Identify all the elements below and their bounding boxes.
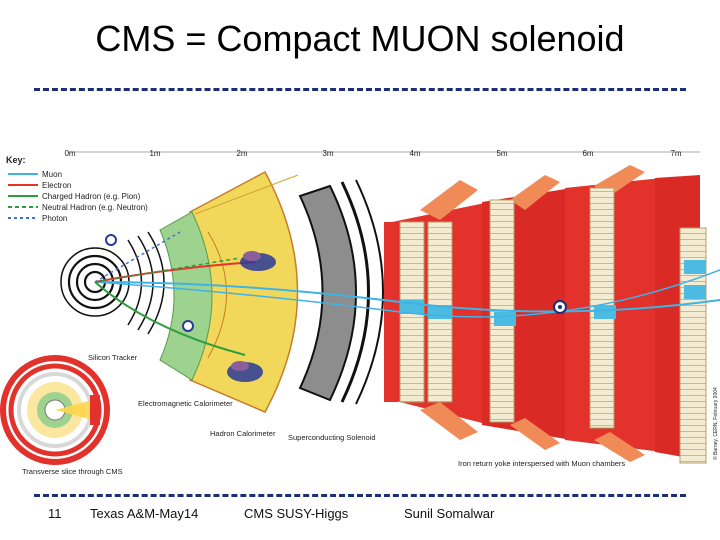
legend-neutral-hadron: Neutral Hadron (e.g. Neutron) bbox=[42, 203, 148, 212]
scale-label-5: 5m bbox=[496, 149, 507, 158]
legend-photon: Photon bbox=[42, 214, 67, 223]
charge-marker bbox=[105, 234, 117, 246]
legend-electron: Electron bbox=[42, 181, 71, 190]
footer-topic: CMS SUSY-Higgs bbox=[244, 506, 349, 521]
energy-deposit-upper bbox=[240, 251, 276, 271]
scale-label-3: 3m bbox=[322, 149, 333, 158]
scale-label-4: 4m bbox=[409, 149, 420, 158]
footer-author: Sunil Somalwar bbox=[404, 506, 495, 521]
footer-venue: Texas A&M-May14 bbox=[90, 506, 199, 521]
copyright-note: © Barney, CERN, February 2004 bbox=[712, 387, 719, 460]
scale-label-0: 0m bbox=[64, 149, 75, 158]
page-title: CMS = Compact MUON solenoid bbox=[95, 18, 625, 59]
cms-slice-diagram: 0m 1m 2m 3m 4m 5m 6m 7m Key: Muon Electr… bbox=[0, 149, 720, 476]
legend-charged-hadron: Charged Hadron (e.g. Pion) bbox=[42, 192, 141, 201]
legend: Muon Electron Charged Hadron (e.g. Pion)… bbox=[8, 170, 148, 223]
scale-label-2: 2m bbox=[236, 149, 247, 158]
label-ecal: Electromagnetic Calorimeter bbox=[138, 399, 233, 408]
label-tracker: Silicon Tracker bbox=[88, 353, 138, 362]
key-title: Key: bbox=[6, 155, 26, 165]
scale-label-1: 1m bbox=[149, 149, 160, 158]
particle-tracks bbox=[94, 231, 720, 356]
transverse-slice-inset bbox=[0, 355, 110, 465]
bottom-divider bbox=[34, 494, 686, 497]
label-yoke: Iron return yoke interspersed with Muon … bbox=[458, 459, 625, 468]
energy-deposit-lower bbox=[227, 361, 263, 382]
page-number: 11 bbox=[48, 506, 62, 521]
legend-muon: Muon bbox=[42, 170, 62, 179]
scale-label-6: 6m bbox=[582, 149, 593, 158]
em-calorimeter bbox=[159, 211, 213, 381]
label-solenoid: Superconducting Solenoid bbox=[288, 433, 376, 442]
scale-label-7: 7m bbox=[670, 149, 681, 158]
label-hcal: Hadron Calorimeter bbox=[210, 429, 276, 438]
charge-marker bbox=[182, 320, 194, 332]
label-inset: Transverse slice through CMS bbox=[22, 467, 123, 476]
top-divider bbox=[34, 88, 686, 91]
